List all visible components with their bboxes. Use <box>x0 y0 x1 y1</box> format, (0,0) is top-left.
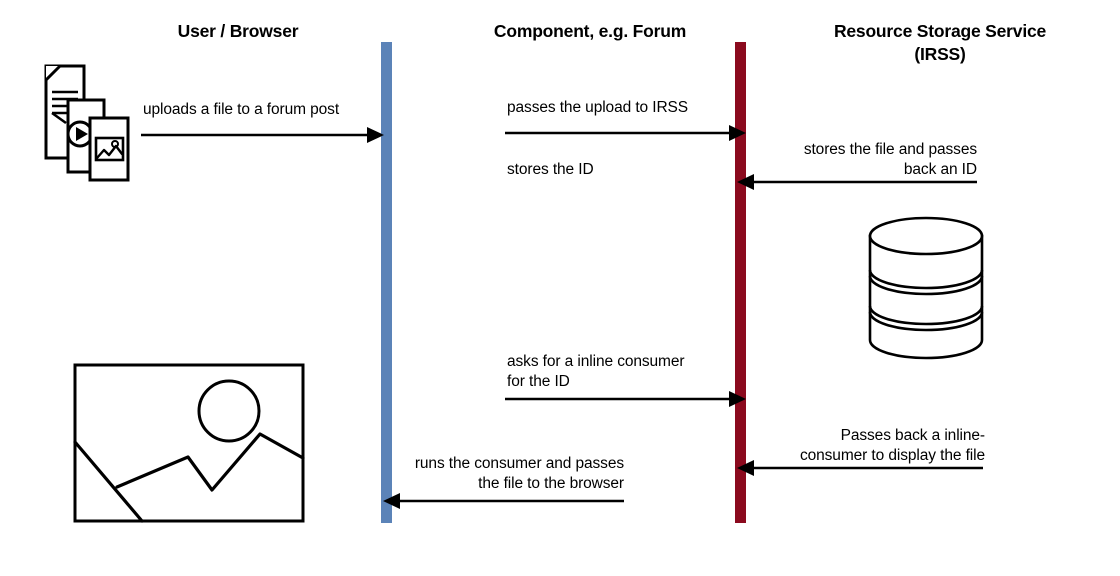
lifeline-title-irss: Resource Storage Service (IRSS) <box>790 20 1090 66</box>
message-label-upload-file: uploads a file to a forum post <box>143 101 340 118</box>
lifeline-title-irss-line2: (IRSS) <box>914 44 966 64</box>
message-label-pass-upload: passes the upload to IRSS <box>507 99 689 116</box>
database-cylinder-icon <box>868 216 984 360</box>
message-arrow-stores-file-returns-id <box>737 174 977 190</box>
message-arrow-run-consumer <box>383 493 624 509</box>
message-arrow-passes-back-consumer <box>737 460 983 476</box>
lifeline-bar-irss <box>735 42 746 523</box>
message-label-stores-file-returns-id: stores the file and passes back an ID <box>803 141 977 178</box>
message-label-stores-the-id: stores the ID <box>507 161 594 178</box>
message-arrow-pass-upload <box>505 125 746 141</box>
message-arrow-upload-file <box>141 127 384 143</box>
rendered-image-icon <box>73 363 305 523</box>
message-arrow-ask-inline-consumer <box>505 391 746 407</box>
lifeline-title-component-forum: Component, e.g. Forum <box>493 21 687 41</box>
message-label-ask-inline-consumer: asks for a inline consumer for the ID <box>507 353 685 390</box>
lifeline-bar-user-browser <box>381 42 392 523</box>
file-stack-icon <box>44 64 130 182</box>
lifeline-title-irss-line1: Resource Storage Service <box>833 21 1047 41</box>
lifeline-title-user-browser: User / Browser <box>177 21 299 41</box>
message-label-passes-back-consumer: Passes back a inline- consumer to displa… <box>799 427 985 464</box>
message-label-run-consumer: runs the consumer and passes the file to… <box>414 455 624 492</box>
